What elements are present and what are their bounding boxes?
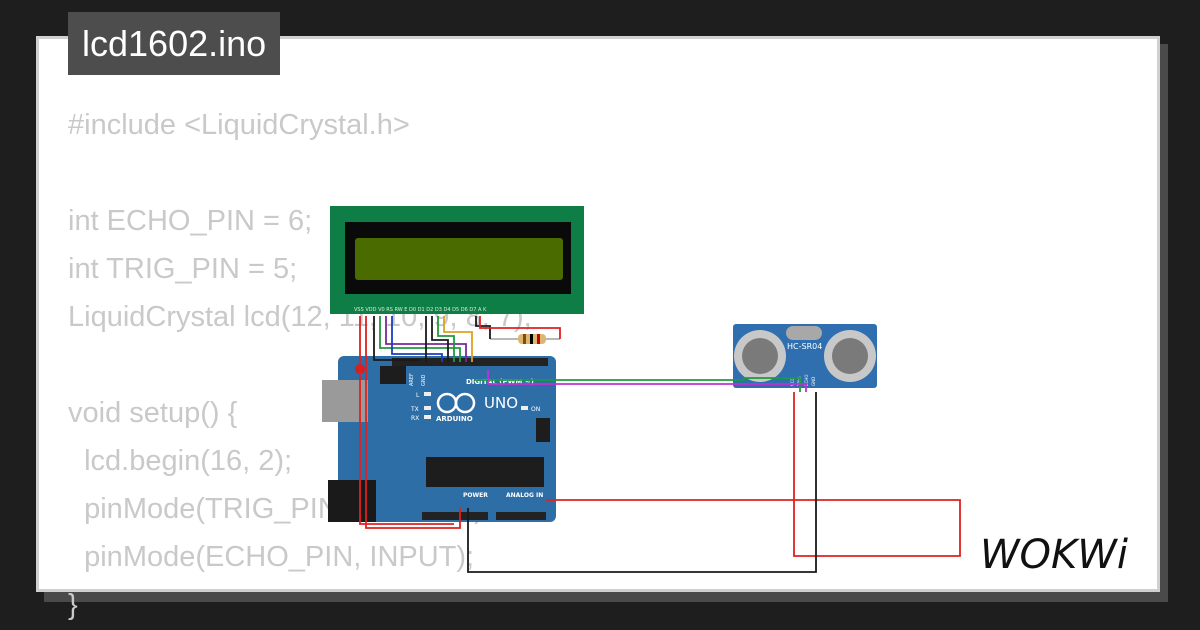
sensor-pin-vcc: VCC (790, 377, 795, 386)
led-l (424, 392, 431, 396)
wokwi-logo: WOKWi (980, 532, 1128, 578)
code-line: pinMode(ECHO_PIN, INPUT); (68, 541, 475, 573)
digital-header-label: DIGITAL (PWM ~) (466, 378, 534, 386)
code-line: void setup() { (68, 397, 238, 429)
analog-header (496, 512, 546, 520)
code-line: int TRIG_PIN = 5; (68, 253, 298, 285)
digital-header (392, 358, 548, 366)
wire-echo (487, 370, 807, 392)
lcd-screen (355, 238, 563, 280)
led-tx (424, 406, 431, 410)
wire-lcd-rs (379, 316, 461, 362)
icsp-header (380, 366, 406, 384)
sensor-pin-echo: ECHO (804, 375, 809, 386)
sensor-model: HC-SR04 (787, 342, 822, 351)
file-title: lcd1602.ino (68, 12, 281, 75)
power-header (422, 512, 488, 520)
wire-lcd-a (443, 316, 473, 362)
led-rx-label: RX (411, 415, 419, 422)
wire-lcd-d6 (431, 316, 449, 362)
led-on (521, 406, 528, 410)
wokwi-logo-text: WOKWi (980, 532, 1128, 578)
wire-lcd-vss (373, 316, 420, 361)
gnd-label: GND (421, 374, 427, 386)
wire-lcd-k (359, 316, 454, 525)
wire-lcd-vdd (365, 316, 461, 529)
code-line: } (68, 589, 78, 621)
hc-sr04-sensor[interactable]: HC-SR04 VCC TRIG ECHO GND (733, 324, 877, 388)
wire-res-b (479, 316, 561, 339)
sensor-crystal (786, 326, 822, 340)
sensor-pin-gnd: GND (811, 377, 816, 386)
power-header-label: POWER (463, 492, 488, 499)
wire-lcd-d7 (437, 316, 455, 362)
wire-res-a (475, 316, 491, 339)
led-l-label: L (416, 392, 420, 399)
led-tx-label: TX (410, 406, 419, 413)
wires (359, 316, 961, 573)
arduino-uno[interactable]: DIGITAL (PWM ~) AREF GND L TX RX ARDUINO… (322, 356, 556, 522)
usb-connector (322, 380, 368, 422)
icsp2-header (536, 418, 550, 442)
led-rx (424, 415, 431, 419)
wire-trig (474, 377, 801, 392)
code-line: int ECHO_PIN = 6; (68, 205, 313, 237)
lcd-pin-labels: VSS VDD V0 RS RW E D0 D1 D2 D3 D4 D5 D6 … (354, 307, 487, 313)
arduino-logo-right (454, 392, 476, 414)
resistor[interactable] (490, 334, 560, 344)
led-on-label: ON (531, 406, 540, 413)
arduino-model: UNO (484, 394, 518, 412)
aref-label: AREF (409, 373, 415, 386)
analog-header-label: ANALOG IN (506, 492, 543, 499)
code-line: #include <LiquidCrystal.h> (68, 109, 410, 141)
power-jack (328, 480, 376, 522)
wire-vcc (546, 392, 961, 557)
code-listing: #include <LiquidCrystal.h> int ECHO_PIN … (68, 101, 532, 629)
atmega-chip (426, 457, 544, 487)
lcd-1602[interactable]: VSS VDD V0 RS RW E D0 D1 D2 D3 D4 D5 D6 … (330, 206, 584, 314)
arduino-brand: ARDUINO (436, 415, 473, 423)
code-line: lcd.begin(16, 2); (68, 445, 293, 477)
wire-gnd (467, 392, 817, 573)
wire-lcd-d4 (391, 316, 443, 362)
